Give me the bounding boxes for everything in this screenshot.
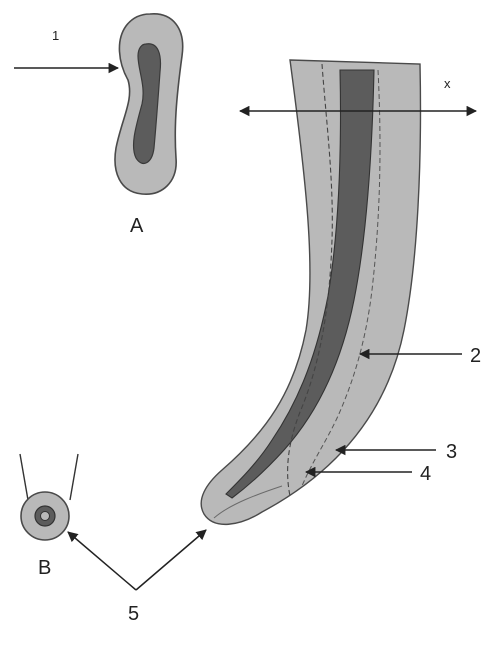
figure-b-right-strand [70,454,78,500]
outer-root-sheath [201,60,420,524]
figure-b-center [41,512,50,521]
figure-a-cross-section: A [115,14,183,237]
label-4: 4 [420,463,431,485]
label-5: 5 [128,603,139,625]
callout-3: 3 [336,441,457,463]
arrow-5-left [68,532,136,590]
label-1: 1 [52,28,59,43]
figure-b-cross-section: B [20,454,78,579]
follicle-longitudinal-section [201,60,420,524]
label-a: A [130,215,144,237]
label-2: 2 [470,345,481,367]
figure-b-left-strand [20,454,28,500]
label-b: B [38,557,51,579]
arrow-5-right [136,530,206,590]
callout-5: 5 [68,530,206,625]
label-3: 3 [446,441,457,463]
callout-1: 1 [14,28,118,68]
label-x: x [444,76,451,91]
